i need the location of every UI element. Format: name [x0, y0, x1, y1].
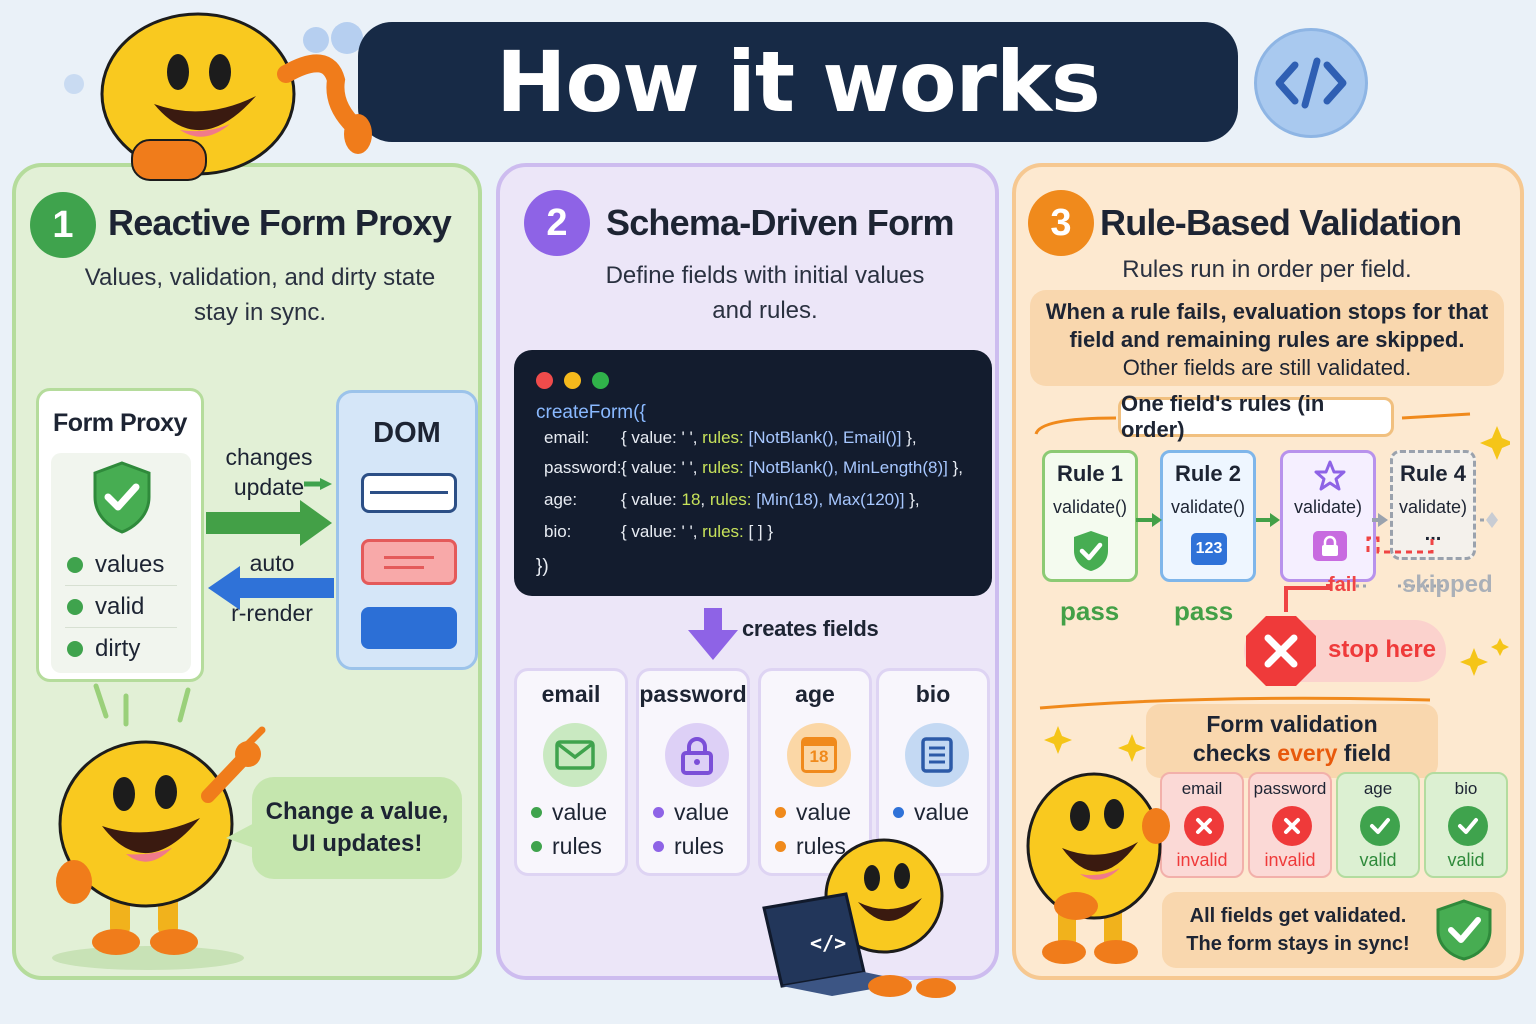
calendar-icon: 18 — [787, 723, 851, 787]
fail-note: When a rule fails, evaluation stops for … — [1030, 290, 1504, 386]
lock-icon — [665, 723, 729, 787]
code-brackets-icon — [1275, 57, 1347, 109]
final-message-box: All fields get validated. The form stays… — [1162, 892, 1506, 968]
result-card-password: password invalid — [1248, 772, 1332, 878]
sparkles-icon — [1460, 638, 1509, 676]
code-open: createForm({ — [536, 402, 646, 423]
creates-fields-arrow — [688, 608, 738, 660]
stop-here-label: stop here — [1328, 636, 1437, 663]
mascot-laptop: </> — [762, 838, 956, 998]
code-line-bio: bio:{ value: ' ', rules: [ ] } — [544, 522, 774, 541]
auto-rerender-label: auto r-render — [231, 550, 313, 626]
header-banner: How it works — [358, 22, 1238, 142]
rule-card-1: Rule 1 validate() — [1042, 450, 1138, 582]
check-circle-icon — [1360, 806, 1400, 846]
changes-update-label: changes update — [225, 444, 313, 500]
step-number-2: 2 — [524, 190, 590, 256]
panel2-desc: Define fields with initial values and ru… — [605, 262, 925, 324]
rule-1-status: pass — [1060, 596, 1120, 626]
rules-order-label: One field's rules (in order) — [1118, 391, 1394, 442]
x-circle-icon — [1184, 806, 1224, 846]
form-proxy-title: Form Proxy — [53, 409, 187, 437]
document-icon — [905, 723, 969, 787]
dom-error-element — [361, 539, 457, 585]
dom-button-element — [361, 607, 457, 649]
mascot-thumbs-up — [1026, 772, 1170, 964]
fail-label: fail — [1328, 574, 1357, 596]
result-card-bio: bio valid — [1424, 772, 1508, 878]
number-input-icon: 123 — [1191, 533, 1227, 565]
shield-check-icon — [1436, 899, 1492, 961]
speech-bubble: Change a value,UI updates! — [252, 777, 462, 879]
decor-bubble — [303, 27, 329, 53]
result-card-email: email invalid — [1160, 772, 1244, 878]
panel1-desc: Values, validation, and dirty state stay… — [84, 264, 436, 326]
check-circle-icon — [1448, 806, 1488, 846]
dom-title: DOM — [373, 417, 441, 449]
state-valid: valid — [67, 593, 144, 621]
mascot-pointing — [52, 683, 266, 970]
code-badge — [1254, 28, 1368, 138]
panel3-desc: Rules run in order per field. — [1122, 256, 1412, 283]
field-card-email: email value rules — [514, 668, 628, 876]
svg-text:</>: </> — [810, 931, 846, 955]
rule-card-2: Rule 2 validate() 123 — [1160, 450, 1256, 582]
code-line-email: email:{ value: ' ', rules: [NotBlank(), … — [544, 428, 917, 447]
stop-octagon-icon — [1246, 616, 1316, 686]
envelope-icon — [543, 723, 607, 787]
dom-box: DOM — [336, 390, 478, 670]
result-card-age: age valid — [1336, 772, 1420, 878]
code-close: }) — [536, 556, 549, 577]
rule-card-3: validate) — [1280, 450, 1376, 582]
skipped-label: skipped — [1402, 571, 1493, 598]
code-line-age: age:{ value: 18, rules: [Min(18), Max(12… — [544, 490, 920, 509]
field-card-password: password value rules — [636, 668, 750, 876]
form-proxy-box: Form Proxy values valid dirty — [36, 388, 204, 682]
mascot-peeking — [100, 12, 372, 181]
star-icon — [1314, 460, 1346, 491]
shield-check-icon — [1074, 531, 1108, 571]
decor-bubble — [331, 22, 363, 54]
code-line-password: password:{ value: ' ', rules: [NotBlank(… — [544, 458, 963, 477]
field-card-age: age 18 value rules — [758, 668, 872, 876]
x-circle-icon — [1272, 806, 1312, 846]
form-proxy-inner: values valid dirty — [51, 453, 191, 673]
panel2-title: Schema-Driven Form — [606, 202, 955, 243]
summary-decor — [1039, 696, 1431, 762]
rules-line-decor — [1034, 412, 1510, 460]
final-message: All fields get validated. The form stays… — [1186, 905, 1410, 955]
rule-card-4: Rule 4 validate) ... — [1390, 450, 1476, 560]
sync-arrows — [206, 478, 334, 610]
dom-input-element — [361, 473, 457, 513]
creates-fields-label: creates fields — [742, 616, 879, 641]
panel3-title: Rule-Based Validation — [1100, 202, 1462, 243]
form-validation-summary: Form validation checks every field — [1146, 704, 1438, 778]
lock-icon — [1313, 531, 1347, 561]
state-dirty: dirty — [67, 635, 140, 663]
shield-check-icon — [93, 461, 151, 534]
step-number-3: 3 — [1028, 190, 1094, 256]
rule-2-status: pass — [1174, 596, 1234, 626]
code-window: createForm({ email:{ value: ' ', rules: … — [514, 350, 992, 596]
panel1-title: Reactive Form Proxy — [108, 202, 452, 243]
page-title: How it works — [496, 33, 1101, 131]
bubble-tail — [226, 820, 260, 850]
state-values: values — [67, 551, 164, 579]
decor-bubble — [64, 74, 84, 94]
window-close-dot — [536, 372, 553, 389]
window-zoom-dot — [592, 372, 609, 389]
rule-flow-arrows — [1136, 512, 1498, 612]
step-number-1: 1 — [30, 192, 96, 258]
window-minimize-dot — [564, 372, 581, 389]
field-card-bio: bio value — [876, 668, 990, 876]
